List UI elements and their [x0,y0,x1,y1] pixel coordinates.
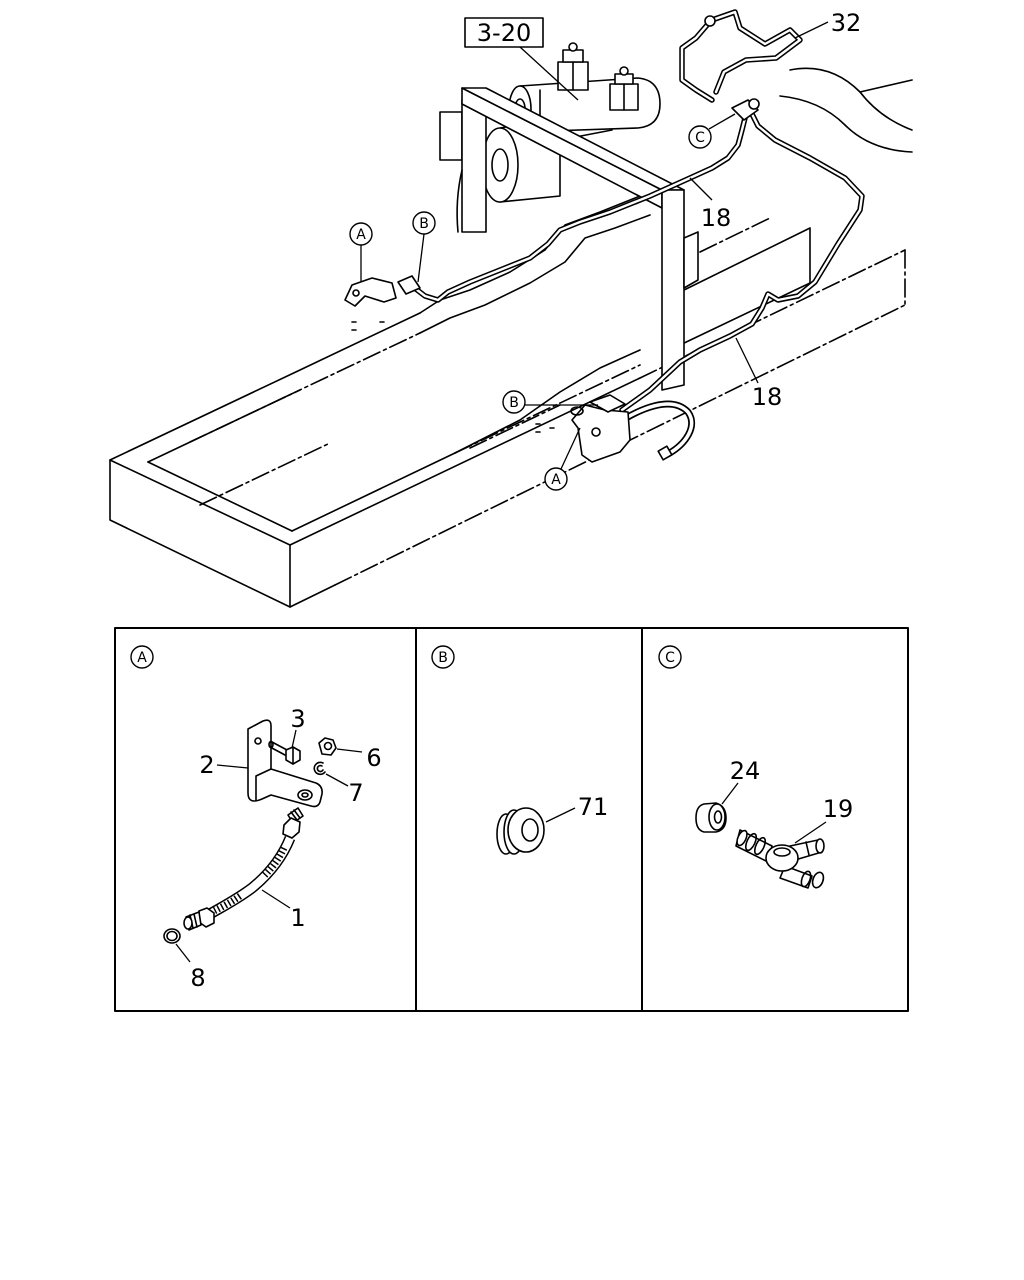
part-number: 3 [290,705,305,733]
detail-a-marker: A [137,650,147,666]
detail-panels: A [114,627,909,1012]
view-marker-c-upper: C [688,113,736,149]
pipe-32 [682,12,800,100]
marker-letter: C [695,130,705,146]
detail-a: A [130,645,382,992]
crossmember-gantry [439,87,699,391]
part-number: 8 [190,964,205,992]
reference-box: 3-20 [464,17,579,101]
tee-fitting [735,829,825,889]
callout-18-lower: 18 [735,337,783,411]
callout-32: 32 [794,9,862,39]
callout-label: 18 [701,204,732,232]
part-number: 19 [823,795,854,823]
part-number: 7 [348,779,363,807]
view-marker-a-upper: A [349,222,373,282]
callout-label: 18 [752,383,783,411]
view-marker-b-lower: B [502,390,598,414]
marker-letter: A [551,472,561,488]
part-number: 1 [290,904,305,932]
bolt [268,740,301,765]
view-marker-b-upper: B [412,211,436,283]
marker-letter: A [356,227,366,243]
view-marker-a-lower: A [544,427,581,491]
clip [313,761,326,776]
reference-label: 3-20 [477,19,531,47]
part-number: 71 [578,793,609,821]
detail-b-marker: B [438,650,448,666]
hose [183,807,304,931]
grommet [496,807,545,855]
solenoid-valve [609,66,639,111]
callout-label: 32 [831,9,862,37]
detail-b: B 71 [431,645,609,855]
detail-c: C 24 19 [658,645,854,889]
chassis-frame [109,67,913,608]
detail-c-marker: C [665,650,675,666]
bracket-upper [344,275,421,307]
tee-fitting [731,98,760,121]
solenoid-valve [557,42,589,91]
part-number: 6 [366,744,381,772]
flexible-hose [615,404,692,461]
part-number: 24 [730,757,761,785]
nut [318,737,337,756]
part-number: 2 [199,751,214,779]
nut [695,802,727,833]
bracket-lower [570,394,631,463]
callout-18-upper: 18 [689,177,732,232]
bracket [247,719,323,808]
o-ring [163,928,181,944]
marker-letter: B [419,216,429,232]
main-view: 3-20 32 18 18 A B C [109,9,913,608]
marker-letter: B [509,395,519,411]
